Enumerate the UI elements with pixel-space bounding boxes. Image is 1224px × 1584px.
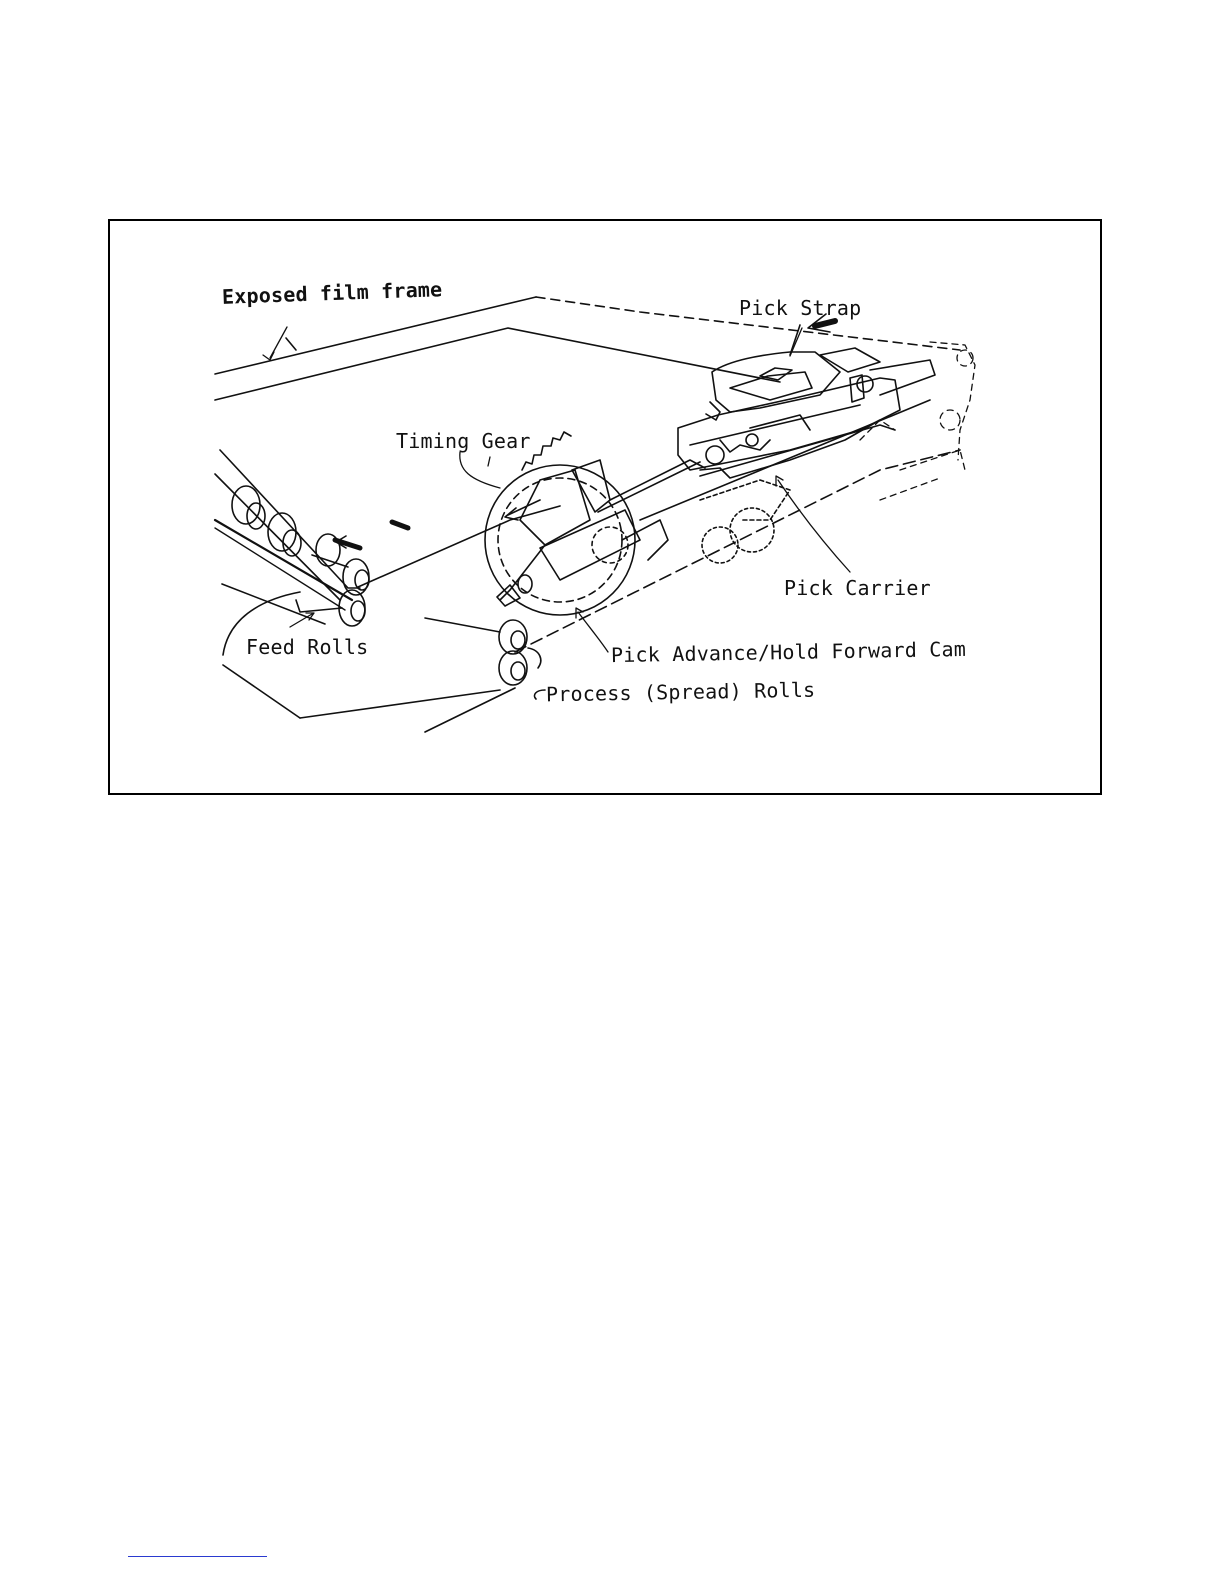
label-pick-carrier: Pick Carrier xyxy=(784,576,931,600)
pick-carrier-drawing xyxy=(678,360,935,563)
label-process-spread-rolls: Process (Spread) Rolls xyxy=(546,678,816,707)
timing-gear-drawing xyxy=(485,432,705,615)
footnote-rule xyxy=(128,1556,267,1557)
process-rolls-drawing xyxy=(499,620,545,699)
feed-rolls-drawing xyxy=(215,486,408,626)
label-pick-strap: Pick Strap xyxy=(739,296,861,320)
label-timing-gear: Timing Gear xyxy=(396,429,531,453)
film-frame-drawing xyxy=(215,297,960,600)
label-feed-rolls: Feed Rolls xyxy=(246,635,368,659)
